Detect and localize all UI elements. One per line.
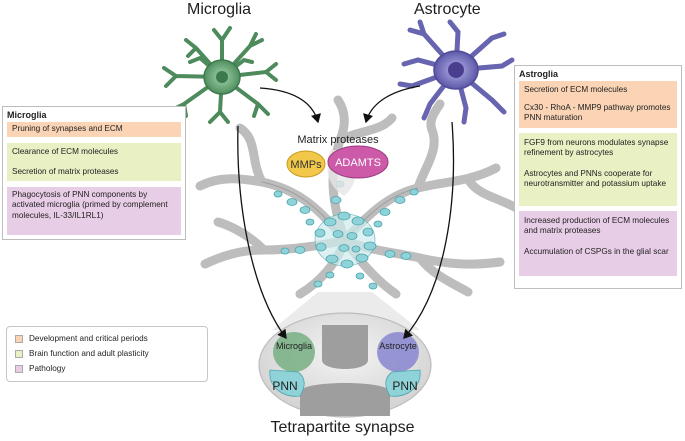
microglia-panel: Microglia Pruning of synapses and ECM Cl… xyxy=(2,106,186,240)
astroglia-item-5: Increased production of ECM molecules an… xyxy=(519,211,677,242)
adamts-ellipse xyxy=(327,145,389,179)
legend-label-pathology: Pathology xyxy=(29,364,66,373)
legend-swatch-pathology xyxy=(15,365,23,373)
microglia-title: Microglia xyxy=(187,1,252,18)
synapse-astrocyte-label: Astrocyte xyxy=(379,341,417,351)
microglia-panel-heading: Microglia xyxy=(7,110,47,120)
presynaptic-terminal xyxy=(322,325,368,369)
legend-item-function: Brain function and adult plasticity xyxy=(15,349,149,359)
synapse-astrocyte xyxy=(377,332,419,372)
matrix-proteases-label: Matrix proteases xyxy=(297,134,379,146)
legend-swatch-development xyxy=(15,335,23,343)
microglia-item-3: Secretion of matrix proteases xyxy=(7,162,181,181)
pnn-left-label: PNN xyxy=(272,379,297,393)
pnn-right-shape xyxy=(385,369,421,397)
astrocyte-title: Astrocyte xyxy=(414,1,481,18)
microglia-item-4: Phagocytosis of PNN components by activa… xyxy=(7,187,181,235)
legend-label-function: Brain function and adult plasticity xyxy=(29,349,149,358)
astroglia-item-1: Secretion of ECM molecules xyxy=(519,81,677,99)
microglia-nucleus xyxy=(216,71,228,83)
astrocyte-nucleus xyxy=(448,62,464,78)
astroglia-item-6: Accumulation of CSPGs in the glial scar xyxy=(519,242,677,276)
neuron-dendrites xyxy=(195,95,525,299)
astroglia-item-2: Cx30 - RhoA - MMP9 pathway promotes PNN … xyxy=(519,99,677,128)
astroglia-panel: Astroglia Secretion of ECM molecules Cx3… xyxy=(514,65,682,289)
astroglia-panel-heading: Astroglia xyxy=(519,69,559,79)
astroglia-item-3: FGF9 from neurons modulates synapse refi… xyxy=(519,133,677,164)
pnn-right-label: PNN xyxy=(392,379,417,393)
adamts-label: ADAMTS xyxy=(335,157,381,169)
microglia-item-2: Clearance of ECM molecules xyxy=(7,143,181,162)
pnn-left-shape xyxy=(269,369,305,397)
astroglia-item-4: Astrocytes and PNNs cooperate for neurot… xyxy=(519,164,677,206)
synapse-title: Tetrapartite synapse xyxy=(270,419,415,436)
legend-item-development: Development and critical periods xyxy=(15,334,148,344)
legend: Development and critical periods Brain f… xyxy=(6,326,208,382)
arrows xyxy=(237,85,455,340)
synapse-microglia-label: Microglia xyxy=(276,341,312,351)
postsynaptic-terminal xyxy=(300,383,390,416)
mmps-ellipse xyxy=(286,150,326,178)
legend-item-pathology: Pathology xyxy=(15,364,65,374)
pnn-cluster xyxy=(273,164,419,290)
mmps-label: MMPs xyxy=(290,159,322,171)
legend-swatch-function xyxy=(15,350,23,358)
synapse-microglia xyxy=(273,332,315,372)
legend-label-development: Development and critical periods xyxy=(29,334,148,343)
microglia-item-1: Pruning of synapses and ECM xyxy=(7,122,181,137)
